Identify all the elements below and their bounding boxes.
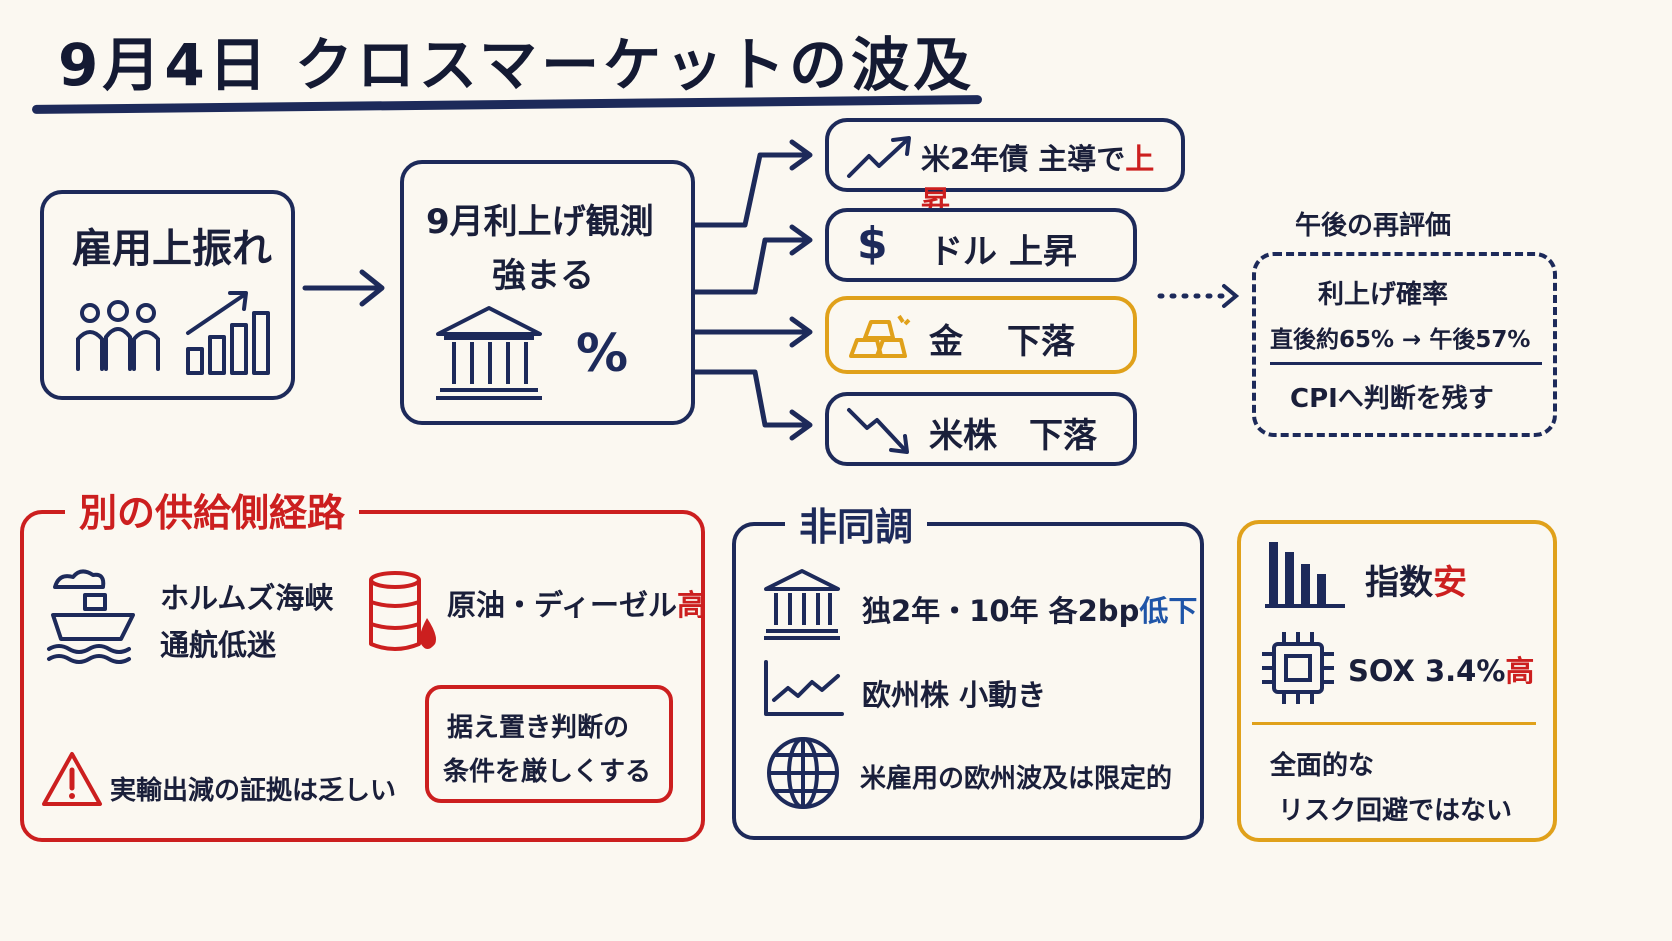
reassessment-line3: CPIへ判断を残す: [1290, 384, 1494, 414]
hormuz-line2: 通航低迷: [160, 628, 277, 662]
bonds-text: 独2年・10年 各2bp: [862, 594, 1140, 628]
reassessment-heading: 午後の再評価: [1295, 211, 1452, 241]
condition-line1: 据え置き判断の: [447, 713, 630, 743]
dollar-move: 上昇: [1009, 232, 1077, 272]
oil-label: 原油・ディーゼル高: [447, 582, 706, 624]
index-text: 指数: [1365, 563, 1433, 603]
reassessment-divider: [1270, 362, 1542, 365]
page-title: 9月4日 クロスマーケットの波及: [58, 31, 976, 99]
people-icon: [76, 300, 160, 371]
growth-chart-icon: [186, 291, 270, 375]
eu-stocks-label: 欧州株 小動き: [862, 678, 1047, 712]
dollar-label: ドル: [929, 232, 997, 272]
rate-hike-line2: 強まる: [492, 256, 594, 296]
sox-text: SOX 3.4%: [1348, 654, 1506, 688]
bonds-move: 低下: [1139, 594, 1198, 628]
index-divider: [1252, 722, 1536, 725]
bank-icon: [436, 306, 542, 400]
us-stocks-box: 米株 下落: [825, 392, 1137, 466]
us-stocks-move: 下落: [1029, 416, 1097, 456]
dollar-box: $ ドル 上昇: [825, 208, 1137, 282]
oil-move: 高: [676, 588, 706, 622]
oil-text: 原油・ディーゼル: [447, 588, 677, 622]
employment-box: 雇用上振れ: [40, 190, 295, 400]
reassessment-line2: 直後約65% → 午後57%: [1270, 327, 1531, 353]
condition-line2: 条件を厳しくする: [443, 757, 652, 787]
sox-move: 高: [1505, 654, 1535, 688]
trend-up-icon: [847, 136, 911, 178]
bank-icon: [764, 569, 840, 640]
bar-chart-icon: [1265, 542, 1345, 608]
rate-hike-line1: 9月利上げ観測: [426, 202, 654, 242]
supply-path-heading: 別の供給側経路: [65, 482, 360, 537]
gold-bars-icon: [849, 314, 911, 358]
condition-box: 据え置き判断の 条件を厳しくする: [425, 685, 673, 803]
us2y-box: 米2年債 主導で上昇: [825, 118, 1185, 218]
hormuz-line1: ホルムズ海峡: [160, 581, 334, 615]
desync-heading: 非同調: [785, 496, 928, 551]
employment-label: 雇用上振れ: [72, 226, 272, 272]
index-note-line2: リスク回避ではない: [1278, 796, 1513, 826]
index-note-line1: 全面的な: [1270, 751, 1375, 781]
us-stocks-label: 米株: [929, 416, 997, 456]
sox-label: SOX 3.4%高: [1348, 648, 1534, 690]
trend-down-icon: [847, 408, 909, 454]
gold-box: 金 下落: [825, 296, 1137, 374]
gold-move: 下落: [1007, 322, 1075, 362]
reassessment-box: 利上げ確率 直後約65% → 午後57% CPIへ判断を残す: [1252, 252, 1557, 437]
warning-icon: [42, 752, 102, 806]
chip-icon: [1262, 632, 1334, 704]
us2y-text: 米2年債 主導で: [921, 142, 1126, 176]
dollar-icon: $: [857, 218, 888, 269]
globe-icon: [767, 737, 839, 809]
bonds-label: 独2年・10年 各2bp低下: [862, 588, 1197, 630]
oil-barrel-icon: [369, 571, 436, 651]
spillover-label: 米雇用の欧州波及は限定的: [860, 764, 1173, 794]
warning-text: 実輸出減の証拠は乏しい: [110, 776, 397, 806]
us2y-label: 米2年債 主導で上昇: [921, 136, 1181, 220]
line-chart-icon: [764, 660, 844, 716]
ship-icon: [47, 569, 135, 664]
rate-hike-box: 9月利上げ観測 強まる %: [400, 160, 695, 425]
reassessment-line1: 利上げ確率: [1318, 280, 1449, 310]
percent-symbol: %: [576, 324, 629, 384]
gold-label: 金: [929, 322, 963, 362]
index-label: 指数安: [1365, 555, 1467, 604]
index-move: 安: [1433, 563, 1467, 603]
